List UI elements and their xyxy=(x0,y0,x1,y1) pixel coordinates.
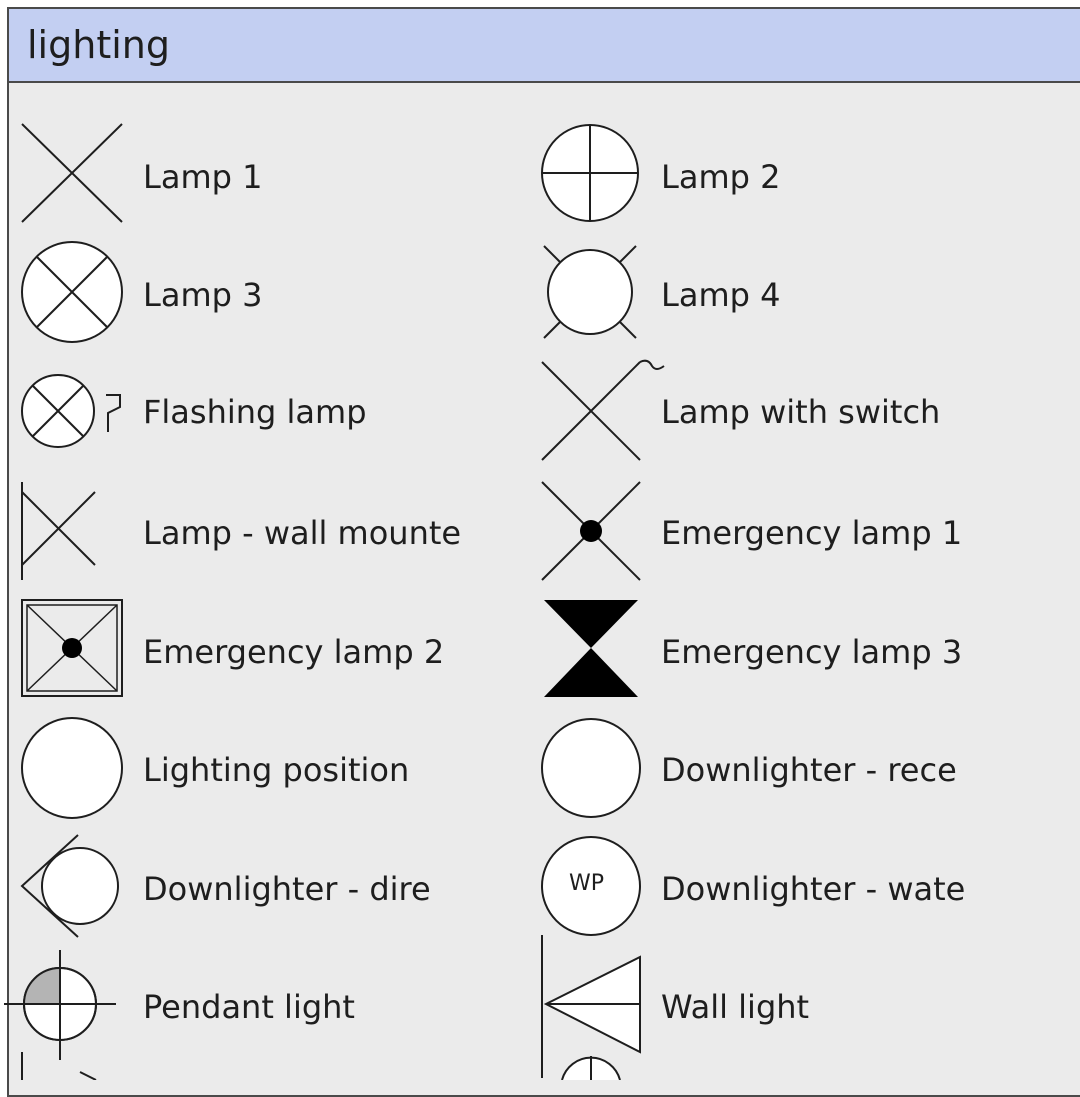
shape-label: Emergency lamp 2 xyxy=(143,633,445,671)
shape-label: Lamp 2 xyxy=(661,158,781,196)
shape-label: Lamp - wall mounte xyxy=(143,514,462,552)
shape-label: Lighting position xyxy=(143,751,410,789)
shape-label: Lamp 3 xyxy=(143,276,263,314)
shape-label: Emergency lamp 1 xyxy=(661,514,963,552)
stencil-header[interactable]: lighting xyxy=(9,9,1080,83)
shape-label: Lamp 1 xyxy=(143,158,263,196)
shape-label: Downlighter - dire xyxy=(143,870,431,908)
shape-label: Emergency lamp 3 xyxy=(661,633,963,671)
shape-label: Pendant light xyxy=(143,988,355,1026)
shape-label: Downlighter - wate xyxy=(661,870,966,908)
shape-label: Wall light xyxy=(661,988,810,1026)
waterproof-marker: WP xyxy=(569,871,605,896)
shape-label: Flashing lamp xyxy=(143,393,367,431)
shape-label: Lamp 4 xyxy=(661,276,781,314)
shape-label: Lamp with switch xyxy=(661,393,941,431)
shape-label: Downlighter - rece xyxy=(661,751,957,789)
stencil-title: lighting xyxy=(27,23,170,67)
